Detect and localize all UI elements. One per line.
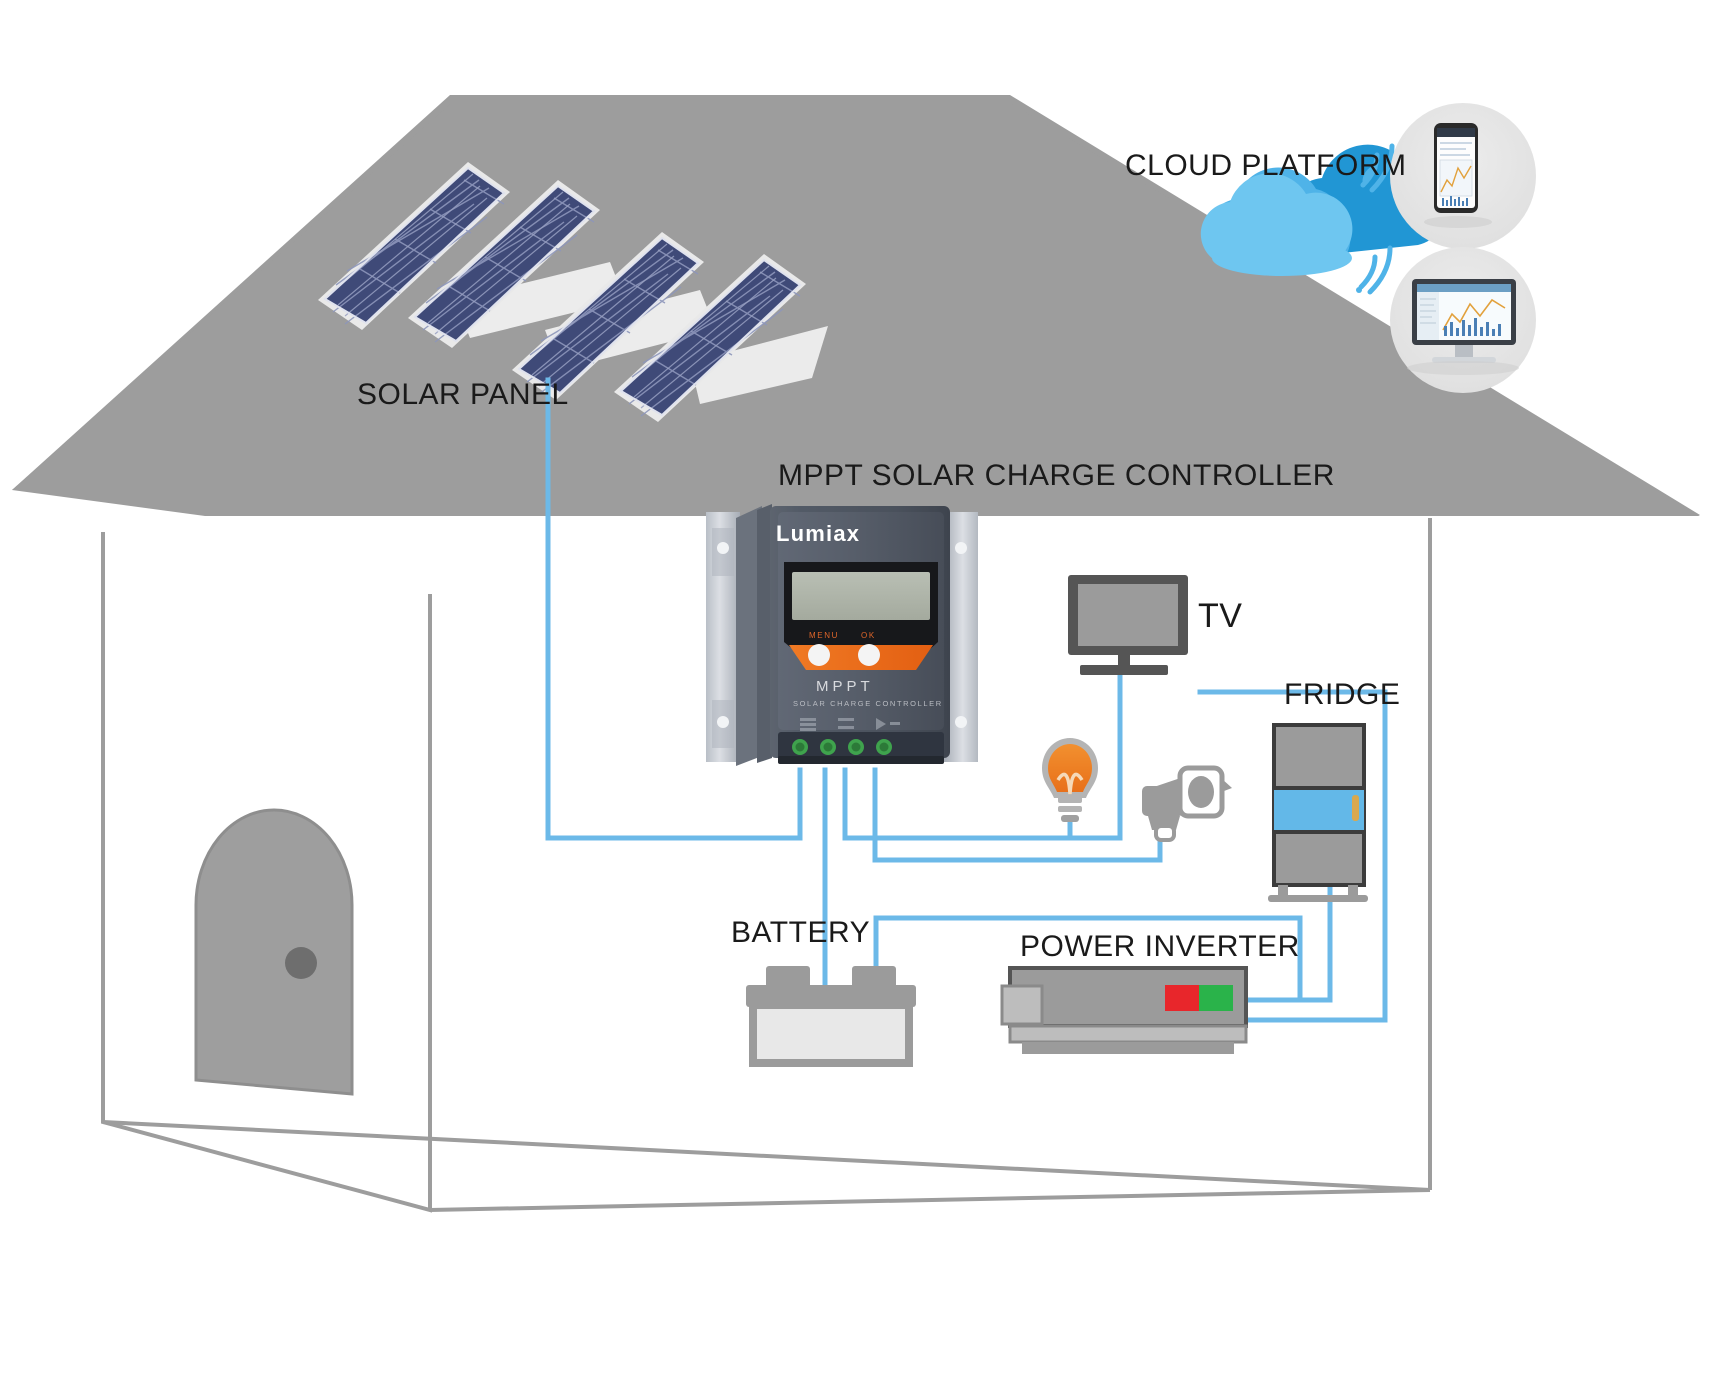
wire-loop-lights <box>872 767 1163 863</box>
house-walls <box>101 518 1432 1213</box>
panel-2 <box>408 180 600 348</box>
power-inverter-icon <box>1000 966 1248 1054</box>
security-camera-icon <box>1142 765 1232 842</box>
controller-brand: Lumiax <box>776 521 860 546</box>
television-icon <box>1068 575 1188 675</box>
light-bulb-icon <box>1042 738 1098 822</box>
wire-inv-fridge-2 <box>1197 689 1388 1023</box>
cloud-icon <box>1200 144 1448 276</box>
controller-subtitle: SOLAR CHARGE CONTROLLER <box>793 699 943 708</box>
label-mppt-controller: MPPT SOLAR CHARGE CONTROLLER <box>778 459 1335 492</box>
car-battery-icon <box>746 966 916 1067</box>
smartphone-device <box>1390 103 1536 249</box>
controller-model: MPPT <box>816 678 874 695</box>
menu-button <box>808 644 830 666</box>
label-cloud-platform: CLOUD PLATFORM <box>1125 149 1407 182</box>
wire-tv <box>842 669 1123 841</box>
refrigerator-icon <box>1268 723 1368 902</box>
panel-4 <box>614 254 806 422</box>
wire-pv <box>545 377 803 841</box>
label-tv: TV <box>1198 597 1243 635</box>
label-battery: BATTERY <box>731 916 871 949</box>
door-knob-icon <box>285 947 317 979</box>
ok-button <box>858 644 880 666</box>
mppt-controller-device[interactable]: Lumiax MENU OK MPPT SOLAR CHARGE CONTROL… <box>706 504 978 766</box>
wire-batt-inv <box>873 915 1303 1003</box>
terminal-screws <box>792 739 892 755</box>
menu-button-label: MENU <box>809 631 839 640</box>
label-solar-panel: SOLAR PANEL <box>357 378 569 411</box>
wifi-signal-icon-2 <box>1356 245 1393 295</box>
label-power-inverter: POWER INVERTER <box>1020 930 1300 963</box>
panel-1 <box>318 162 510 330</box>
wifi-signal-icon <box>1360 143 1395 193</box>
wiring-harness <box>545 377 1388 1023</box>
label-fridge: FRIDGE <box>1284 678 1401 711</box>
ok-button-label: OK <box>861 631 876 640</box>
solar-panel-array-icon <box>318 162 828 422</box>
panel-3 <box>512 232 704 400</box>
wire-inv-fridge <box>1242 877 1333 1003</box>
door-icon <box>194 808 354 1096</box>
desktop-monitor-device <box>1390 247 1536 393</box>
